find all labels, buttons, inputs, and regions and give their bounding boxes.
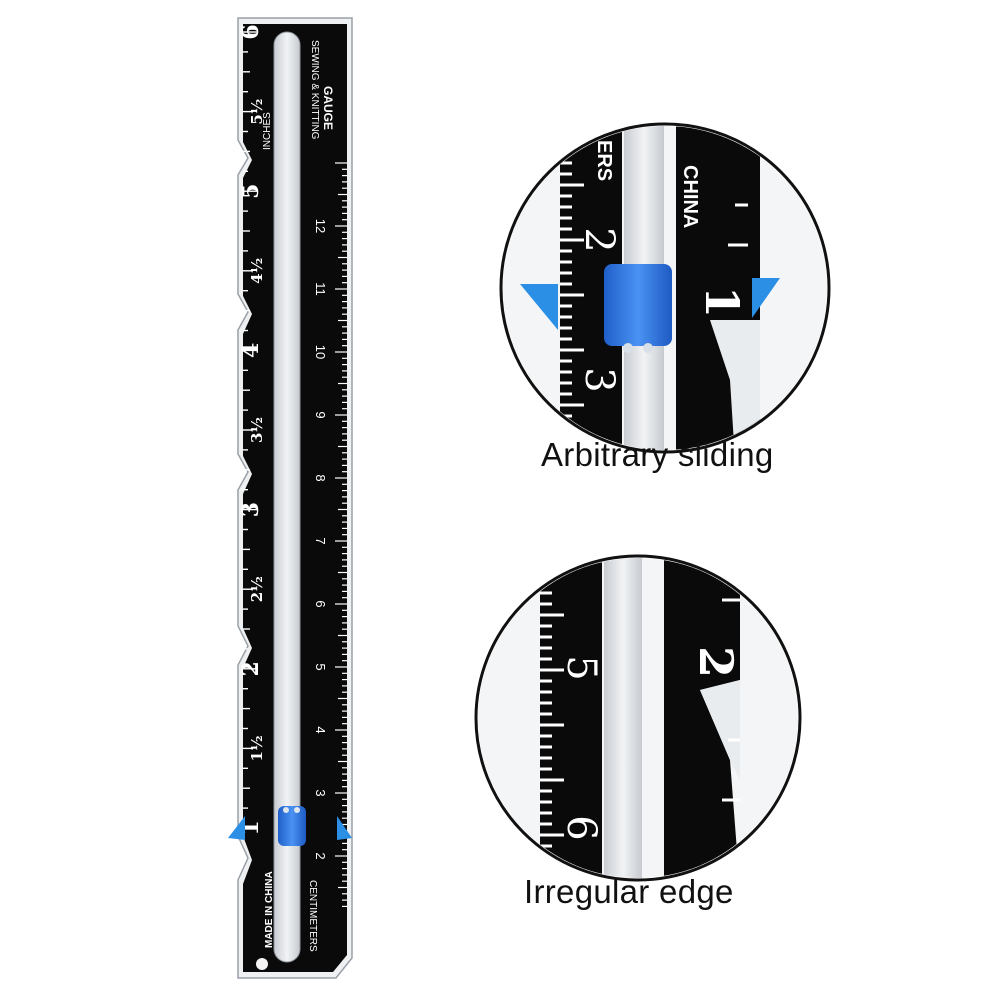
brand-text: SEWING & KNITTING <box>309 40 320 140</box>
cm-label: 10 <box>313 345 328 359</box>
inch-label: 1½ <box>248 735 266 761</box>
inch-label: 5½ <box>248 99 266 125</box>
inch-label: 2 <box>238 661 264 676</box>
zoom-top-label-3: 3 <box>576 367 622 392</box>
zoom-detail-sliding: 2 3 ERS CHINA 1 <box>499 122 831 454</box>
centimeters-text: CENTIMETERS <box>307 880 318 952</box>
cm-label: 7 <box>313 537 328 544</box>
cm-label: 8 <box>313 474 328 481</box>
inch-label: 2½ <box>248 576 266 602</box>
zoom-bottom-label-6: 6 <box>558 815 604 840</box>
cm-label: 2 <box>313 852 328 859</box>
inch-label: 4½ <box>248 258 266 284</box>
zoom-bottom-label-2: 2 <box>689 646 743 678</box>
zoom-top-label-2: 2 <box>576 227 622 252</box>
zoom-top-label-china: CHINA <box>679 165 701 228</box>
cm-label: 3 <box>313 789 328 796</box>
cm-label: 5 <box>313 663 328 670</box>
zoom-bottom-label-5: 5 <box>558 655 604 680</box>
inch-label: 4 <box>238 343 264 358</box>
inches-text: INCHES <box>262 112 273 150</box>
inch-label: 3½ <box>248 417 266 443</box>
zoom-detail-edge: 5 6 2 <box>474 554 802 882</box>
gauge-text: GAUGE <box>321 86 335 130</box>
inch-label: 5 <box>238 184 264 199</box>
caption-irregular-edge: Irregular edge <box>524 873 734 910</box>
inch-label: 3 <box>238 502 264 517</box>
made-in-china-text: MADE IN CHINA <box>264 871 275 948</box>
zoom-top-label-ers: ERS <box>593 140 615 181</box>
cm-label: 9 <box>313 411 328 418</box>
blue-slider[interactable] <box>228 806 352 846</box>
caption-arbitrary-sliding: Arbitrary sliding <box>541 436 774 473</box>
cm-label: 12 <box>313 219 328 233</box>
zoom-top-label-1: 1 <box>695 286 749 318</box>
inch-label: 6 <box>238 24 264 39</box>
cm-label: 11 <box>313 282 328 296</box>
cm-label: 4 <box>313 726 328 733</box>
cm-label: 6 <box>313 600 328 607</box>
